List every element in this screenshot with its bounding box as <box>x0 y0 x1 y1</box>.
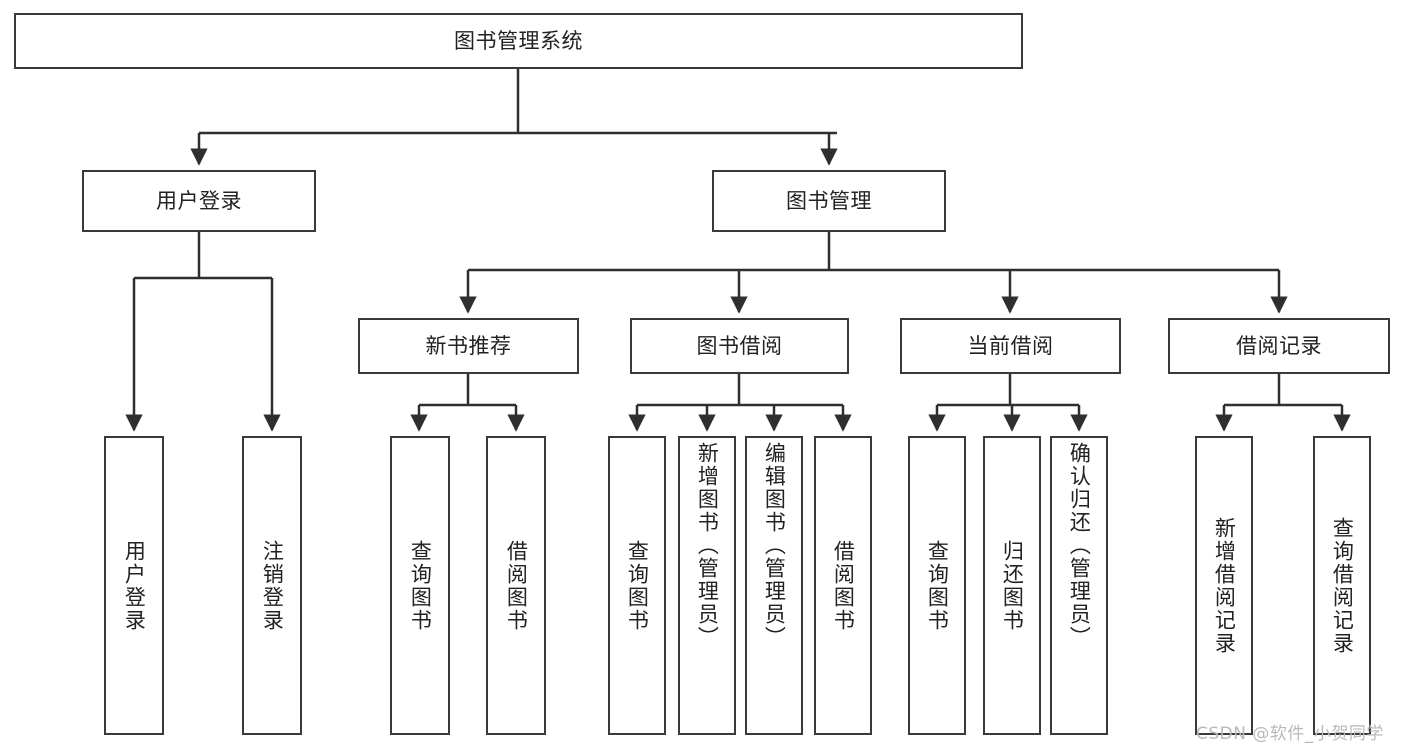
node-leaf-return-book-label: 归还图书 <box>1000 539 1025 632</box>
node-leaf-borrow-book-1-label: 借阅图书 <box>504 539 529 632</box>
node-user-login-label: 用户登录 <box>156 188 242 213</box>
node-book-borrow-label: 图书借阅 <box>696 333 783 358</box>
node-leaf-borrow-book-2[interactable]: 借阅图书 <box>814 436 872 735</box>
node-leaf-query-borrow-record[interactable]: 查询借阅记录 <box>1313 436 1371 735</box>
node-current-borrow-label: 当前借阅 <box>967 333 1054 358</box>
node-new-book-recommend[interactable]: 新书推荐 <box>358 318 579 374</box>
node-leaf-query-book-1-label: 查询图书 <box>408 539 433 632</box>
node-leaf-query-borrow-record-label: 查询借阅记录 <box>1330 516 1355 655</box>
node-leaf-query-book-1[interactable]: 查询图书 <box>390 436 450 735</box>
node-leaf-query-book-3[interactable]: 查询图书 <box>908 436 966 735</box>
node-borrow-record-label: 借阅记录 <box>1236 333 1322 358</box>
node-leaf-query-book-2-label: 查询图书 <box>625 539 650 632</box>
node-leaf-borrow-book-1[interactable]: 借阅图书 <box>486 436 546 735</box>
node-leaf-borrow-book-2-label: 借阅图书 <box>831 539 856 632</box>
node-leaf-add-borrow-record-label: 新增借阅记录 <box>1212 516 1237 655</box>
csdn-watermark: CSDN @软件_小贺同学 <box>1196 724 1384 744</box>
node-leaf-add-borrow-record[interactable]: 新增借阅记录 <box>1195 436 1253 735</box>
node-leaf-edit-book-admin[interactable]: 编辑图书（管理员） <box>745 436 803 735</box>
node-leaf-query-book-3-label: 查询图书 <box>925 539 950 632</box>
node-leaf-user-login[interactable]: 用户登录 <box>104 436 164 735</box>
node-leaf-query-book-2[interactable]: 查询图书 <box>608 436 666 735</box>
node-root[interactable]: 图书管理系统 <box>14 13 1023 69</box>
node-borrow-record[interactable]: 借阅记录 <box>1168 318 1390 374</box>
node-book-management-label: 图书管理 <box>786 188 872 213</box>
node-root-label: 图书管理系统 <box>454 28 583 53</box>
node-current-borrow[interactable]: 当前借阅 <box>900 318 1121 374</box>
node-leaf-add-book-admin-label: 新增图书（管理员） <box>695 442 720 649</box>
node-new-book-recommend-label: 新书推荐 <box>425 333 512 358</box>
node-book-borrow[interactable]: 图书借阅 <box>630 318 849 374</box>
node-leaf-return-book[interactable]: 归还图书 <box>983 436 1041 735</box>
node-leaf-logout-login[interactable]: 注销登录 <box>242 436 302 735</box>
node-leaf-confirm-return-admin-label: 确认归还（管理员） <box>1067 442 1092 649</box>
node-leaf-user-login-label: 用户登录 <box>122 539 147 632</box>
node-leaf-add-book-admin[interactable]: 新增图书（管理员） <box>678 436 736 735</box>
node-book-management[interactable]: 图书管理 <box>712 170 946 232</box>
node-user-login[interactable]: 用户登录 <box>82 170 316 232</box>
node-leaf-edit-book-admin-label: 编辑图书（管理员） <box>762 442 787 649</box>
node-leaf-confirm-return-admin[interactable]: 确认归还（管理员） <box>1050 436 1108 735</box>
node-leaf-logout-login-label: 注销登录 <box>260 539 285 632</box>
